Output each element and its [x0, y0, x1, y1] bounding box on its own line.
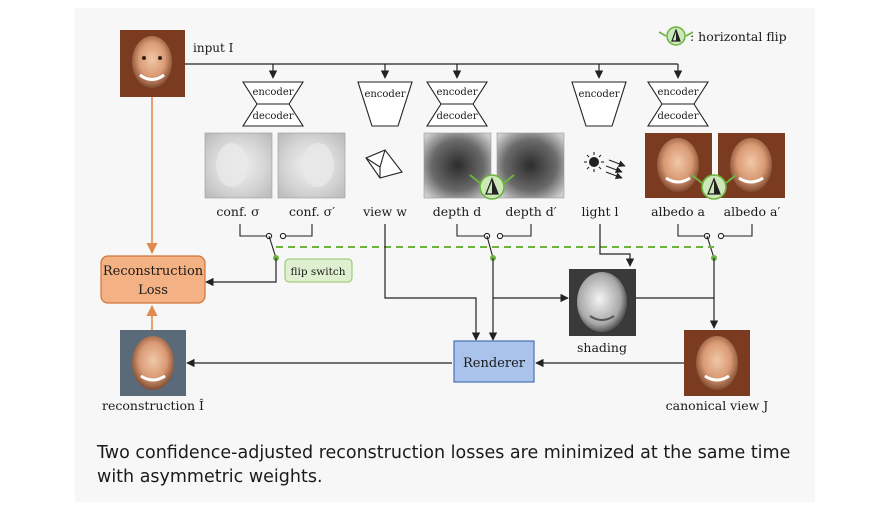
caption: Two confidence-adjusted reconstruction l… [97, 443, 791, 487]
decoder-label-albedo: decoder [657, 111, 698, 122]
light-icon [584, 152, 626, 180]
encoder-view [357, 81, 413, 127]
input-distribution-lines [185, 63, 683, 79]
conf-flip-label: conf. σ′ [289, 204, 335, 219]
view-icon [365, 149, 403, 179]
view-label: view w [362, 204, 407, 219]
data-flow-arrows [186, 224, 719, 368]
depth-label: depth d [433, 204, 481, 219]
reconstruction-loss-box [100, 255, 206, 304]
shading-label: shading [577, 340, 627, 355]
canonical-view-image [684, 330, 750, 396]
depth-flip-label: depth d′ [505, 204, 556, 219]
encoder-label-albedo: encoder [657, 87, 698, 98]
conf-label: conf. σ [216, 204, 260, 219]
encoder-light [571, 81, 627, 127]
albedo-label: albedo a [651, 204, 705, 219]
encoder-label-light: encoder [578, 89, 619, 100]
renderer-label: Renderer [463, 356, 526, 371]
encoder-label-view: encoder [364, 89, 405, 100]
loss-label-line1: Reconstruction [103, 264, 204, 279]
encoder-decoder-depth [425, 81, 489, 127]
flip-switch-label: flip switch [290, 266, 345, 278]
encoder-decoder-albedo [646, 81, 710, 127]
reconstruction-label: reconstruction Î [102, 398, 204, 413]
flip-icon [469, 174, 515, 200]
albedo-map [645, 133, 712, 198]
encoder-label-depth: encoder [436, 87, 477, 98]
reconstruction-image [120, 330, 186, 396]
legend: : horizontal flip [658, 26, 787, 46]
flip-icon [658, 26, 694, 46]
conf-map [204, 132, 273, 199]
decoder-label-depth: decoder [436, 111, 477, 122]
flip-icon [691, 174, 737, 200]
albedo-flip-label: albedo a′ [724, 204, 781, 219]
input-image [120, 30, 185, 97]
switch-brackets [239, 224, 753, 259]
renderer-box [453, 340, 535, 383]
input-label: input I [193, 41, 234, 55]
canonical-label: canonical view J [666, 398, 769, 413]
encoder-label-conf: encoder [252, 87, 293, 98]
decoder-label-conf: decoder [252, 111, 293, 122]
depth-flip-map [496, 132, 565, 199]
albedo-flip-map [718, 133, 785, 198]
light-label: light l [581, 204, 618, 219]
shading-image [569, 269, 636, 336]
loss-label-line2: Loss [138, 283, 168, 298]
conf-flip-map [277, 132, 346, 199]
slide-area: : horizontal flip input I encoder decode… [75, 8, 815, 502]
pipeline-diagram: : horizontal flip input I encoder decode… [100, 26, 787, 413]
legend-text: : horizontal flip [690, 29, 787, 44]
encoder-decoder-conf [241, 81, 305, 127]
